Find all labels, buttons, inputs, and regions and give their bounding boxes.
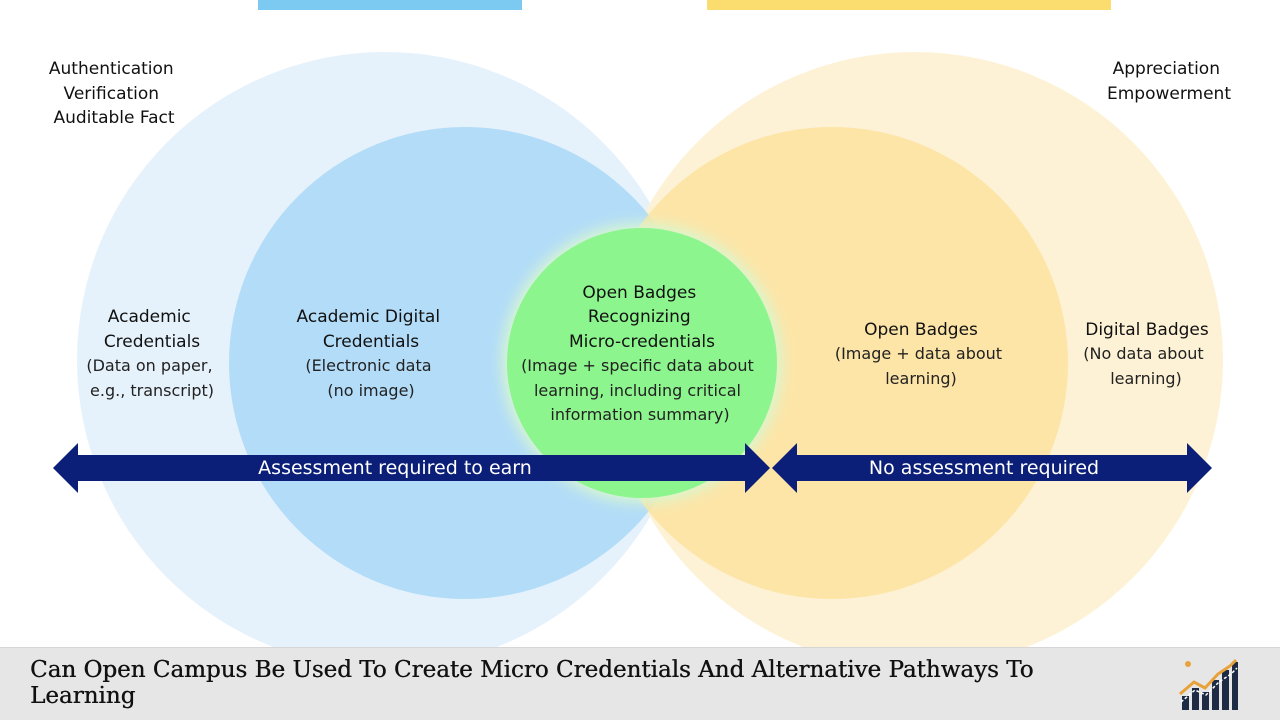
open-badges-desc: (Image + data about learning)	[835, 344, 1007, 388]
micro-credentials-desc: (Image + specific data about learning, i…	[521, 356, 759, 424]
academic-credentials-label: Academic Credentials	[104, 307, 200, 352]
open-badges-label: Open Badges	[864, 320, 978, 340]
digital-badges-desc: (No data about learning)	[1083, 344, 1208, 388]
footer-bar: Can Open Campus Be Used To Create Micro …	[0, 647, 1280, 720]
page-title: Can Open Campus Be Used To Create Micro …	[30, 657, 1034, 709]
micro-credentials-label: Open Badges Recognizing Micro-credential…	[569, 283, 715, 352]
assessment-required-label: Assessment required to earn	[258, 457, 532, 479]
academic-credentials-desc: (Data on paper, e.g., transcript)	[86, 356, 217, 400]
top-bar-yellow	[707, 0, 1111, 10]
left-attributes: Authentication Verification Auditable Fa…	[49, 59, 179, 128]
academic-digital-credentials-label: Academic Digital Credentials	[297, 307, 446, 352]
credentials-venn-diagram: Authentication Verification Auditable Fa…	[49, 0, 1231, 647]
digital-badges-label: Digital Badges	[1085, 320, 1209, 340]
academic-digital-credentials-desc: (Electronic data (no image)	[305, 356, 436, 400]
growth-chart-icon	[1179, 658, 1238, 710]
right-attributes: Appreciation Empowerment	[1107, 59, 1231, 104]
center-green-circle	[507, 228, 777, 498]
assessment-required-arrow	[53, 443, 770, 493]
top-bar-blue	[258, 0, 522, 10]
no-assessment-arrow	[772, 443, 1212, 493]
no-assessment-label: No assessment required	[869, 457, 1099, 479]
